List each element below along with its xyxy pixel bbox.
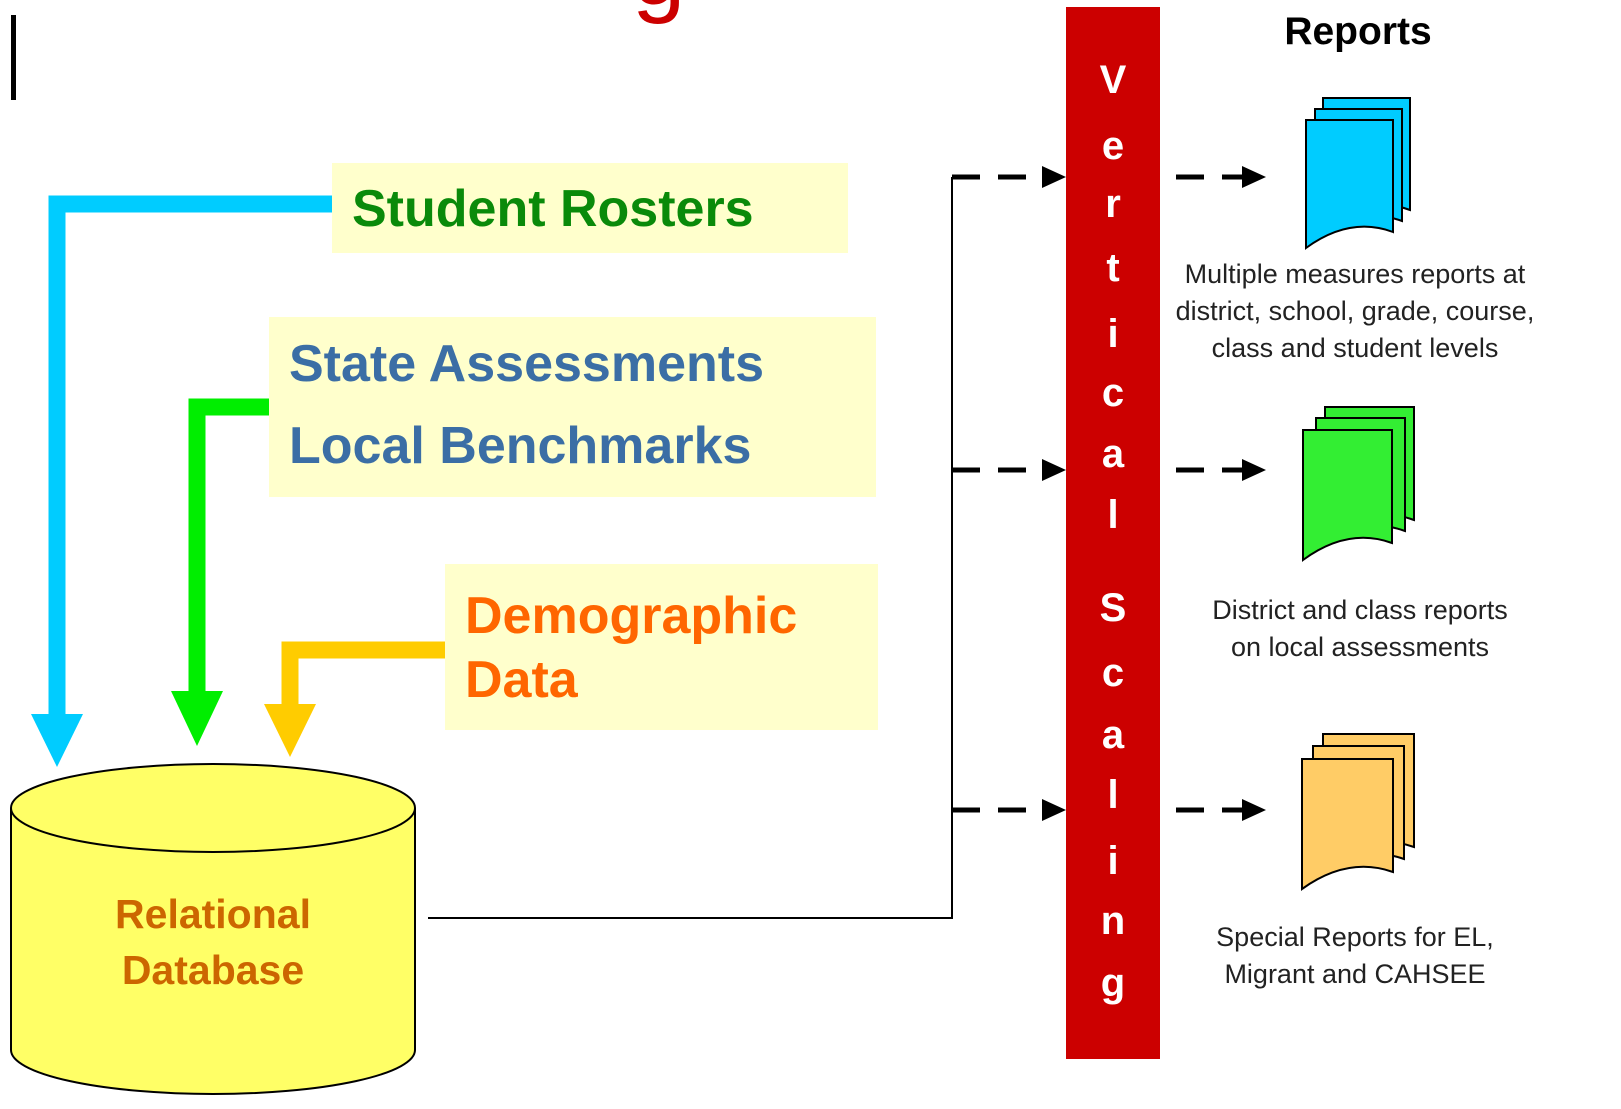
caption-line: district, school, grade, course, bbox=[1175, 296, 1535, 326]
demographic-label: Demographic Data bbox=[445, 564, 878, 730]
vertical-letter: a bbox=[1101, 713, 1125, 757]
vertical-letter: S bbox=[1099, 586, 1127, 630]
vertical-letter: g bbox=[1100, 961, 1126, 1005]
vertical-letter: n bbox=[1100, 899, 1126, 943]
student-rosters-label: Student Rosters bbox=[332, 163, 848, 253]
caption-line: on local assessments bbox=[1230, 632, 1490, 662]
report-icon-blue bbox=[1305, 97, 1411, 250]
state-assessments-text: State Assessments bbox=[289, 335, 764, 393]
vertical-letter: i bbox=[1107, 839, 1119, 883]
vertical-scaling-bar bbox=[1066, 7, 1160, 1059]
vertical-letter: c bbox=[1101, 651, 1125, 695]
vertical-letter: c bbox=[1101, 371, 1125, 415]
reports-heading: Reports bbox=[1284, 10, 1432, 53]
output-dashed-arrows bbox=[1176, 166, 1266, 821]
demographic-text-line1: Demographic bbox=[465, 587, 798, 645]
vertical-letter: t bbox=[1106, 246, 1120, 290]
report-caption-1: Multiple measures reports at district, s… bbox=[1140, 256, 1570, 367]
vertical-letter: a bbox=[1101, 432, 1125, 476]
database-label-line1: Relational bbox=[115, 891, 311, 937]
vertical-letter: V bbox=[1099, 58, 1127, 102]
report-icon-orange bbox=[1301, 733, 1415, 891]
report-icon-green bbox=[1302, 406, 1415, 562]
database-cylinder bbox=[10, 763, 416, 1095]
caption-line: Special Reports for EL, bbox=[1216, 922, 1494, 952]
assessments-label: State Assessments Local Benchmarks bbox=[269, 317, 876, 497]
vertical-letter: i bbox=[1107, 312, 1119, 356]
vertical-letter: l bbox=[1107, 773, 1119, 817]
database-label-line2: Database bbox=[122, 947, 304, 993]
caption-line: Migrant and CAHSEE bbox=[1224, 959, 1486, 989]
caption-line: District and class reports bbox=[1212, 595, 1508, 625]
vertical-letter: l bbox=[1107, 493, 1119, 537]
student-rosters-arrow bbox=[31, 195, 332, 767]
report-caption-2: District and class reports on local asse… bbox=[1160, 592, 1560, 666]
state-assessments-arrow bbox=[171, 398, 269, 746]
student-rosters-text: Student Rosters bbox=[352, 180, 754, 238]
title-fragment: g bbox=[632, 0, 685, 25]
demographic-arrow bbox=[264, 641, 445, 757]
vertical-letter: e bbox=[1101, 124, 1125, 168]
input-dashed-arrows bbox=[952, 166, 1066, 821]
caption-line: Multiple measures reports at bbox=[1184, 259, 1526, 289]
local-benchmarks-text: Local Benchmarks bbox=[289, 417, 752, 475]
demographic-text-line2: Data bbox=[465, 651, 578, 709]
vertical-letter: r bbox=[1105, 182, 1121, 226]
database-connector bbox=[428, 177, 953, 919]
report-caption-3: Special Reports for EL, Migrant and CAHS… bbox=[1160, 919, 1550, 993]
left-edge-line bbox=[11, 15, 16, 100]
caption-line: class and student levels bbox=[1211, 333, 1499, 363]
